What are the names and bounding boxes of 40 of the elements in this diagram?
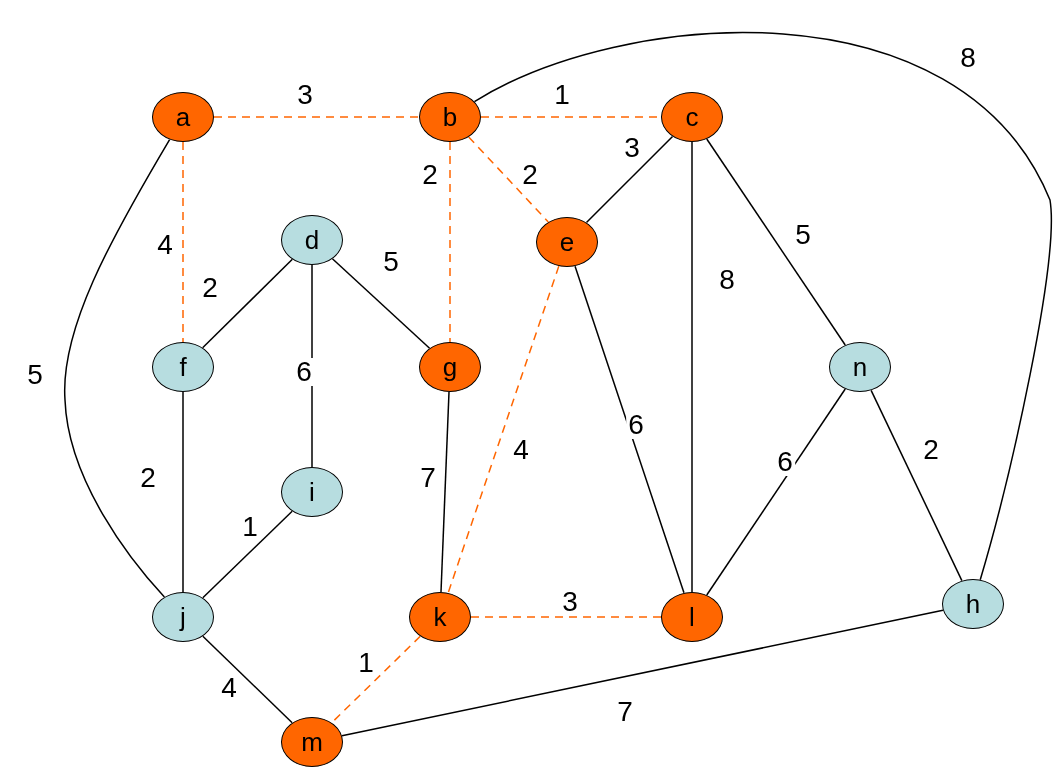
edge-line: [473, 32, 1053, 581]
edge-line: [440, 391, 450, 593]
node-label: k: [433, 604, 447, 630]
node-label: n: [852, 354, 868, 380]
edge-line: [706, 138, 846, 346]
node-label: c: [685, 104, 699, 130]
edge-line: [202, 510, 293, 599]
node-label: j: [180, 604, 186, 630]
node-label: a: [175, 104, 191, 130]
edge-line: [201, 258, 294, 349]
dashed-edge: [470, 616, 662, 618]
node-label: g: [442, 354, 458, 380]
node-ellipse: [281, 215, 343, 265]
node-label: m: [301, 729, 323, 755]
node-label: b: [442, 104, 458, 130]
node-label: l: [689, 604, 695, 630]
edge-line: [202, 635, 293, 724]
edge-line: [331, 258, 431, 349]
edge-line: [585, 135, 674, 224]
dashed-edge: [182, 141, 184, 343]
edge-line: [574, 265, 685, 594]
edge-line: [870, 389, 963, 582]
node-ellipse: [419, 342, 481, 392]
edge-line: [691, 141, 693, 593]
dashed-edge: [213, 116, 420, 118]
node-ellipse: [419, 92, 481, 142]
dashed-edge: [449, 141, 451, 343]
edge-line: [341, 609, 944, 737]
edge-label: 6: [294, 358, 314, 386]
edge-line: [706, 388, 846, 596]
node-label: f: [179, 354, 187, 380]
dashed-edge: [447, 265, 560, 594]
edge-line: [182, 391, 184, 593]
dashed-edge: [467, 136, 550, 223]
edge-line: [64, 138, 171, 598]
node-label: d: [304, 227, 320, 253]
node-label: i: [309, 479, 315, 505]
node-label: e: [559, 229, 575, 255]
node-label: h: [965, 591, 981, 617]
node-ellipse: [536, 217, 598, 267]
